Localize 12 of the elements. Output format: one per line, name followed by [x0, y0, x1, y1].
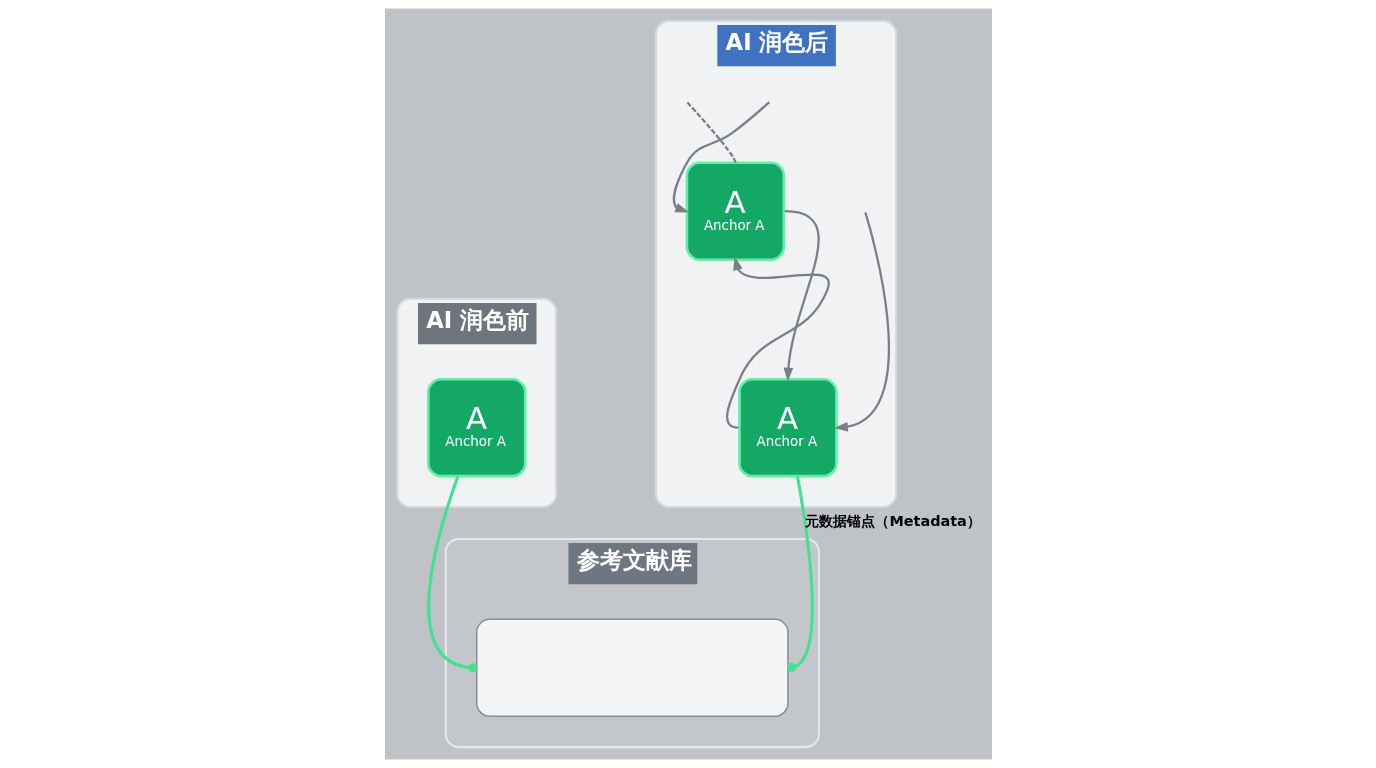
connector: [786, 475, 814, 672]
arrow: [672, 101, 770, 213]
arrow: [725, 256, 830, 429]
node-box: A Anchor A: [737, 377, 838, 478]
connector: [685, 101, 736, 164]
cluster: 参考文献库: [444, 537, 820, 749]
node-box: A Anchor A: [426, 377, 526, 478]
connector: [426, 475, 477, 673]
node-box: A Anchor A: [685, 161, 785, 261]
node-box: [475, 618, 789, 717]
arrow: [833, 212, 890, 432]
arrow: [783, 210, 820, 382]
